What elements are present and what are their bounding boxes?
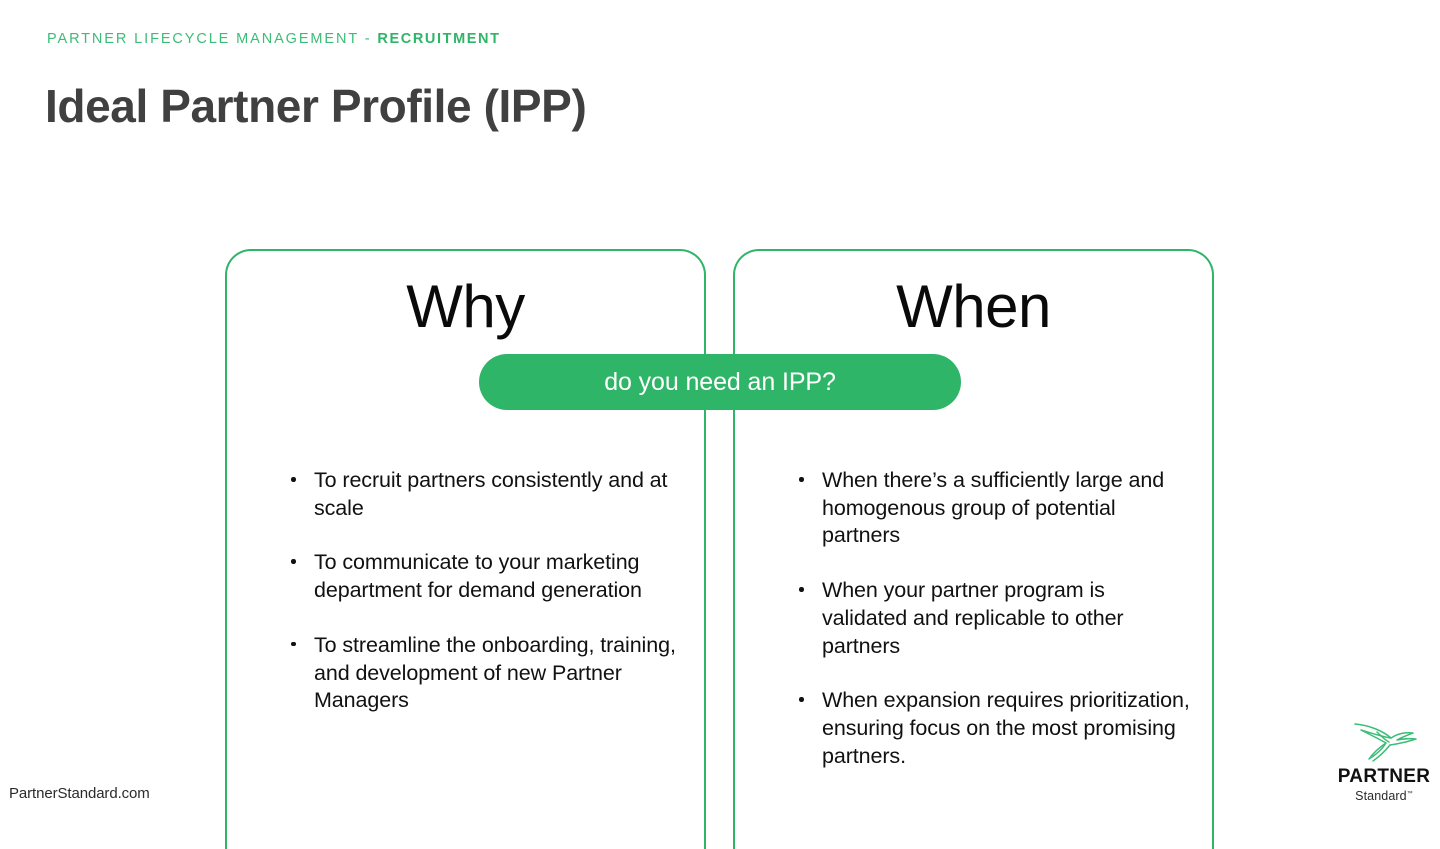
bullet-dot-icon <box>291 477 296 482</box>
when-bullet-list: When there’s a sufficiently large and ho… <box>797 467 1192 771</box>
eyebrow-label: PARTNER LIFECYCLE MANAGEMENT - RECRUITME… <box>47 31 501 47</box>
list-item-text: When expansion requires prioritization, … <box>822 688 1190 768</box>
bullet-dot-icon <box>799 697 804 702</box>
list-item-text: To recruit partners consistently and at … <box>314 468 668 520</box>
list-item: To recruit partners consistently and at … <box>289 467 679 522</box>
card-when: When When there’s a sufficiently large a… <box>733 249 1214 849</box>
list-item: When expansion requires prioritization, … <box>797 687 1192 770</box>
card-when-heading: When <box>896 273 1051 340</box>
logo-wordmark: PARTNER <box>1337 766 1431 787</box>
page-title: Ideal Partner Profile (IPP) <box>45 79 587 132</box>
bullet-dot-icon <box>291 641 296 647</box>
bullet-dot-icon <box>799 477 804 482</box>
partner-standard-logo: PARTNER Standard™ <box>1336 718 1432 805</box>
list-item-text: When there’s a sufficiently large and ho… <box>822 468 1165 548</box>
hummingbird-icon <box>1354 723 1417 762</box>
card-why-heading: Why <box>406 273 525 340</box>
why-bullet-list: To recruit partners consistently and at … <box>289 467 679 715</box>
list-item: To streamline the onboarding, training, … <box>289 632 679 715</box>
list-item-text: To communicate to your marketing departm… <box>314 550 642 603</box>
bullet-dot-icon <box>291 559 296 564</box>
eyebrow-prefix: PARTNER LIFECYCLE MANAGEMENT - <box>47 31 378 47</box>
list-item: To communicate to your marketing departm… <box>289 549 679 604</box>
bullet-dot-icon <box>799 587 804 592</box>
eyebrow-strong: RECRUITMENT <box>377 31 501 47</box>
ipp-question-pill: do you need an IPP? <box>479 354 961 410</box>
list-item: When there’s a sufficiently large and ho… <box>797 467 1192 550</box>
trademark-icon: ™ <box>1406 790 1413 797</box>
logo-subword-text: Standard <box>1355 788 1407 803</box>
list-item: When your partner program is validated a… <box>797 577 1192 660</box>
card-why: Why To recruit partners consistently and… <box>225 249 706 849</box>
footer-website-url: PartnerStandard.com <box>9 785 150 802</box>
ipp-question-label: do you need an IPP? <box>604 367 836 396</box>
logo-subword: Standard™ <box>1355 788 1413 804</box>
list-item-text: To streamline the onboarding, training, … <box>314 632 676 713</box>
list-item-text: When your partner program is validated a… <box>822 578 1124 658</box>
